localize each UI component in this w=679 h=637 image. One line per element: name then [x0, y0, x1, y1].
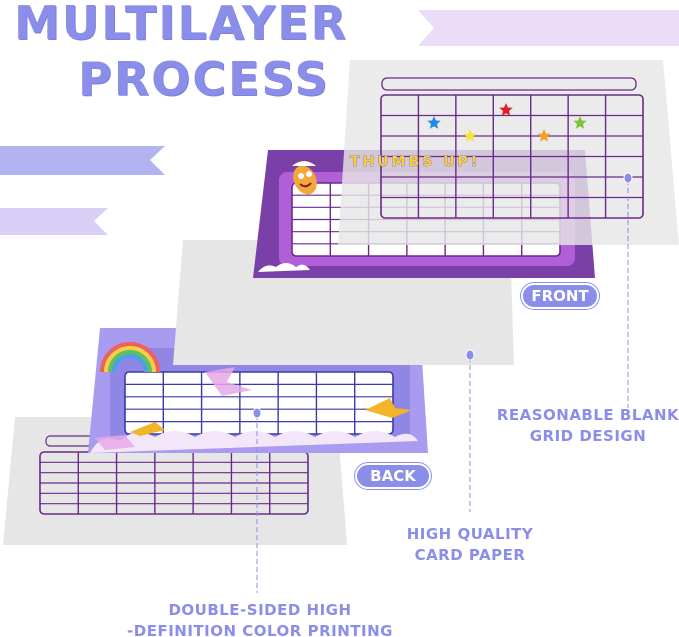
grid-border — [124, 371, 394, 435]
front-badge: FRONT — [521, 283, 599, 309]
callout-color-printing: DOUBLE-SIDED HIGH -DEFINITION COLOR PRIN… — [120, 600, 400, 637]
clouds — [90, 431, 418, 453]
back-badge: BACK — [355, 463, 431, 489]
butterfly-icon — [365, 398, 412, 418]
callout-text: REASONABLE BLANK — [496, 406, 679, 424]
ribbon-left-2 — [0, 208, 108, 235]
ribbon-top-right — [418, 10, 679, 46]
butterfly-icon — [205, 367, 252, 396]
rainbow-icon — [100, 342, 160, 373]
clouds — [258, 263, 310, 272]
title-line-1: MULTILAYER — [14, 0, 348, 50]
callout-grid-design: REASONABLE BLANK GRID DESIGN — [488, 405, 679, 447]
front-card-banner: THUMBS UP! — [350, 154, 480, 170]
top-sheet-title-bar — [381, 77, 637, 91]
ribbon-left-1 — [0, 146, 165, 175]
callout-text: HIGH QUALITY — [406, 525, 534, 543]
top-blank-grid-sheet — [338, 60, 679, 245]
bottom-sheet-grid — [39, 435, 309, 515]
top-sheet-grid — [380, 94, 644, 219]
callout-text: GRID DESIGN — [529, 427, 647, 445]
stars — [427, 103, 587, 142]
callout-dot-paper — [465, 349, 475, 361]
callout-text: -DEFINITION COLOR PRINTING — [127, 622, 393, 637]
callout-card-paper: HIGH QUALITY CARD PAPER — [380, 524, 560, 566]
pencil-mascot-icon — [292, 161, 317, 195]
star-icon — [499, 103, 513, 116]
callout-text: DOUBLE-SIDED HIGH — [168, 601, 352, 619]
butterfly-icon — [130, 422, 165, 436]
back-card-grid — [124, 371, 394, 435]
callout-dot-grid — [623, 172, 633, 184]
star-icon — [463, 129, 477, 142]
title-line-2: PROCESS — [78, 52, 330, 106]
star-icon — [427, 116, 441, 129]
rainbow-band — [108, 350, 152, 373]
callout-text: CARD PAPER — [414, 546, 526, 564]
rainbow-band — [112, 354, 148, 373]
star-icon — [573, 116, 587, 129]
star-icon — [537, 129, 551, 142]
butterfly-icon — [95, 435, 135, 450]
rainbow-band — [104, 346, 156, 373]
callout-dot-printing — [252, 407, 262, 419]
